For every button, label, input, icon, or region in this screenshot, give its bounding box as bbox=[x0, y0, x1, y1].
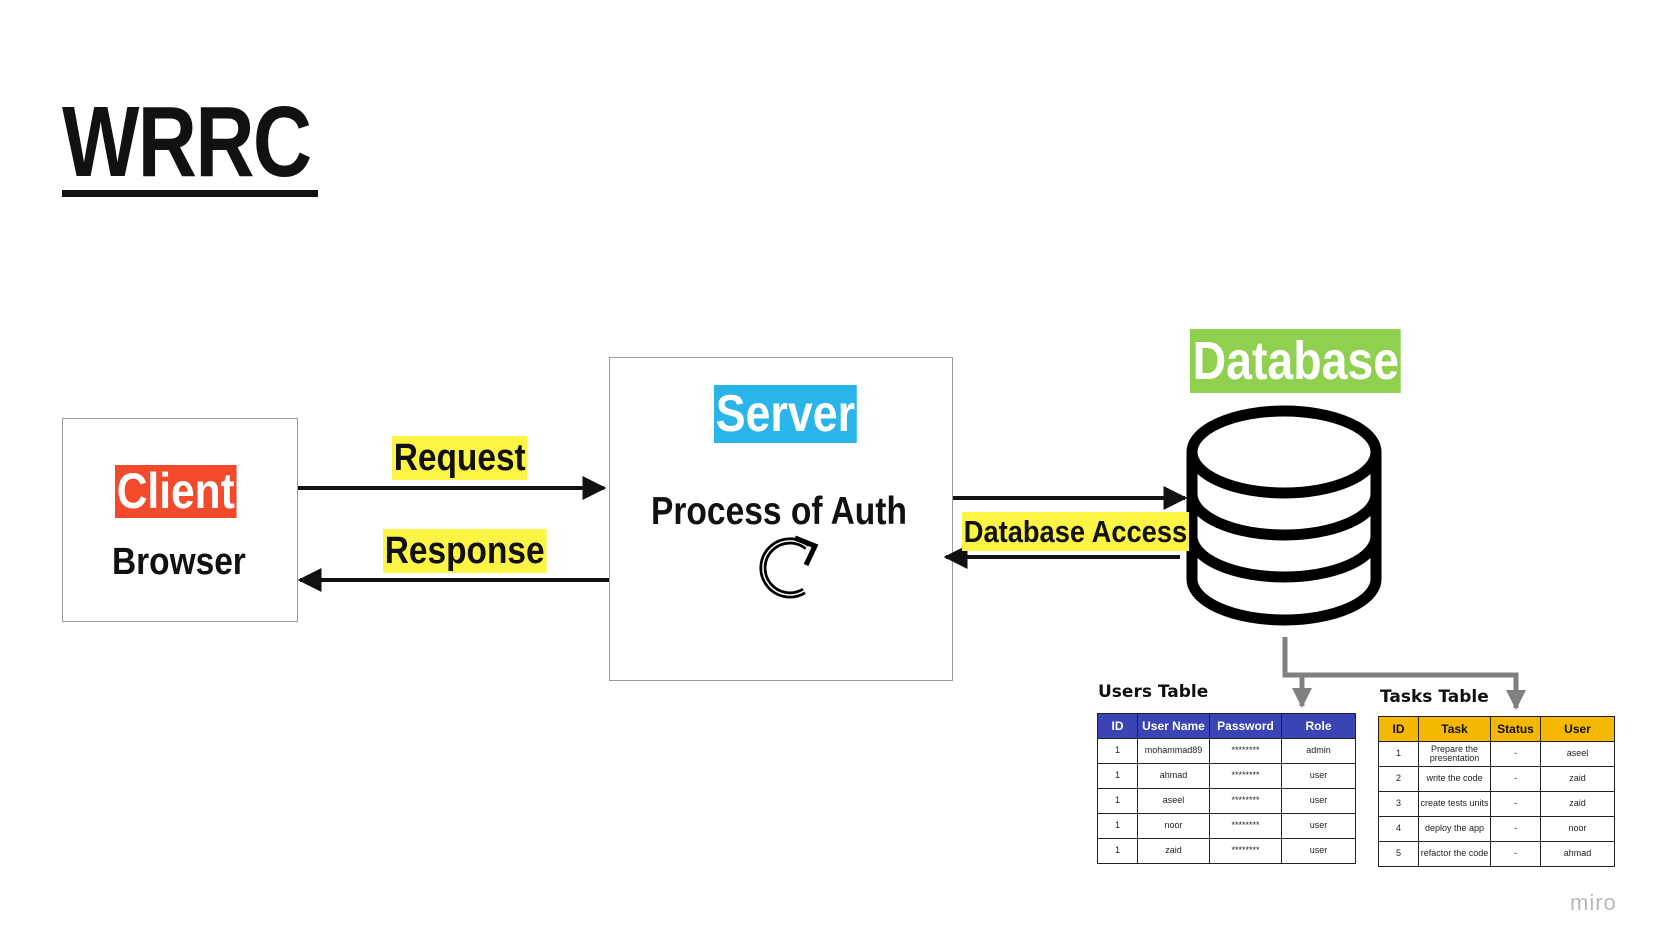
table-row: 1 aseel ******** user bbox=[1097, 788, 1356, 814]
table-cell: zaid bbox=[1137, 838, 1210, 864]
table-cell: ******** bbox=[1209, 813, 1282, 839]
tasks-col-header: User bbox=[1540, 716, 1615, 742]
db-branch-connector bbox=[1282, 637, 1526, 710]
table-row: 3 create tests units - zaid bbox=[1378, 791, 1615, 817]
table-cell: aseel bbox=[1540, 741, 1615, 767]
users-table-title: Users Table bbox=[1098, 682, 1209, 702]
users-col-header: ID bbox=[1097, 713, 1138, 739]
table-cell: 4 bbox=[1378, 816, 1419, 842]
table-cell: - bbox=[1490, 816, 1541, 842]
table-cell: 5 bbox=[1378, 841, 1419, 867]
page-title: WRRC bbox=[62, 86, 312, 198]
table-cell: - bbox=[1490, 741, 1541, 767]
table-row: 1 mohammad89 ******** admin bbox=[1097, 738, 1356, 764]
browser-label: Browser bbox=[112, 541, 246, 583]
title-underline bbox=[62, 190, 318, 197]
table-cell: ******** bbox=[1209, 788, 1282, 814]
tasks-col-header: Status bbox=[1490, 716, 1541, 742]
users-col-header: User Name bbox=[1137, 713, 1210, 739]
table-cell: deploy the app bbox=[1418, 816, 1491, 842]
tasks-table-title: Tasks Table bbox=[1380, 687, 1489, 707]
tasks-col-header: ID bbox=[1378, 716, 1419, 742]
table-cell: - bbox=[1490, 791, 1541, 817]
table-cell: ahmad bbox=[1137, 763, 1210, 789]
db-access-label: Database Access bbox=[962, 512, 1189, 551]
miro-watermark: miro bbox=[1570, 890, 1617, 915]
tasks-col-header: Task bbox=[1418, 716, 1491, 742]
database-label: Database bbox=[1190, 329, 1401, 393]
table-cell: ahmad bbox=[1540, 841, 1615, 867]
table-cell: create tests units bbox=[1418, 791, 1491, 817]
users-col-header: Role bbox=[1281, 713, 1356, 739]
table-cell: user bbox=[1281, 813, 1356, 839]
table-cell: admin bbox=[1281, 738, 1356, 764]
request-label: Request bbox=[392, 436, 528, 480]
table-cell: Prepare the presentation bbox=[1418, 741, 1491, 767]
table-cell: 1 bbox=[1097, 838, 1138, 864]
table-row: 1 ahmad ******** user bbox=[1097, 763, 1356, 789]
client-label: Client bbox=[115, 463, 237, 519]
database-icon bbox=[1186, 405, 1382, 626]
table-cell: 1 bbox=[1097, 738, 1138, 764]
table-row: 2 write the code - zaid bbox=[1378, 766, 1615, 792]
table-cell: noor bbox=[1137, 813, 1210, 839]
table-cell: 2 bbox=[1378, 766, 1419, 792]
table-cell: user bbox=[1281, 763, 1356, 789]
table-cell: - bbox=[1490, 841, 1541, 867]
table-cell: ******** bbox=[1209, 738, 1282, 764]
table-row: 1 noor ******** user bbox=[1097, 813, 1356, 839]
table-row: 1 zaid ******** user bbox=[1097, 838, 1356, 864]
table-cell: mohammad89 bbox=[1137, 738, 1210, 764]
table-cell: write the code bbox=[1418, 766, 1491, 792]
client-box bbox=[62, 418, 298, 622]
table-cell: ******** bbox=[1209, 763, 1282, 789]
table-row: 5 refactor the code - ahmad bbox=[1378, 841, 1615, 867]
table-cell: 1 bbox=[1097, 763, 1138, 789]
table-cell: 1 bbox=[1097, 813, 1138, 839]
table-cell: user bbox=[1281, 838, 1356, 864]
tasks-table: ID Task Status User 1 Prepare the presen… bbox=[1378, 716, 1615, 867]
table-row: 1 Prepare the presentation - aseel bbox=[1378, 741, 1615, 767]
users-col-header: Password bbox=[1209, 713, 1282, 739]
table-row: 4 deploy the app - noor bbox=[1378, 816, 1615, 842]
table-cell: 1 bbox=[1378, 741, 1419, 767]
table-cell: user bbox=[1281, 788, 1356, 814]
table-cell: aseel bbox=[1137, 788, 1210, 814]
table-cell: 1 bbox=[1097, 788, 1138, 814]
process-label: Process of Auth bbox=[651, 490, 907, 533]
table-cell: refactor the code bbox=[1418, 841, 1491, 867]
users-table: ID User Name Password Role 1 mohammad89 … bbox=[1097, 713, 1356, 864]
table-cell: - bbox=[1490, 766, 1541, 792]
table-cell: zaid bbox=[1540, 766, 1615, 792]
server-label: Server bbox=[714, 385, 857, 443]
table-cell: noor bbox=[1540, 816, 1615, 842]
table-cell: 3 bbox=[1378, 791, 1419, 817]
table-cell: ******** bbox=[1209, 838, 1282, 864]
refresh-icon bbox=[759, 535, 819, 599]
table-cell: zaid bbox=[1540, 791, 1615, 817]
response-label: Response bbox=[383, 529, 547, 573]
